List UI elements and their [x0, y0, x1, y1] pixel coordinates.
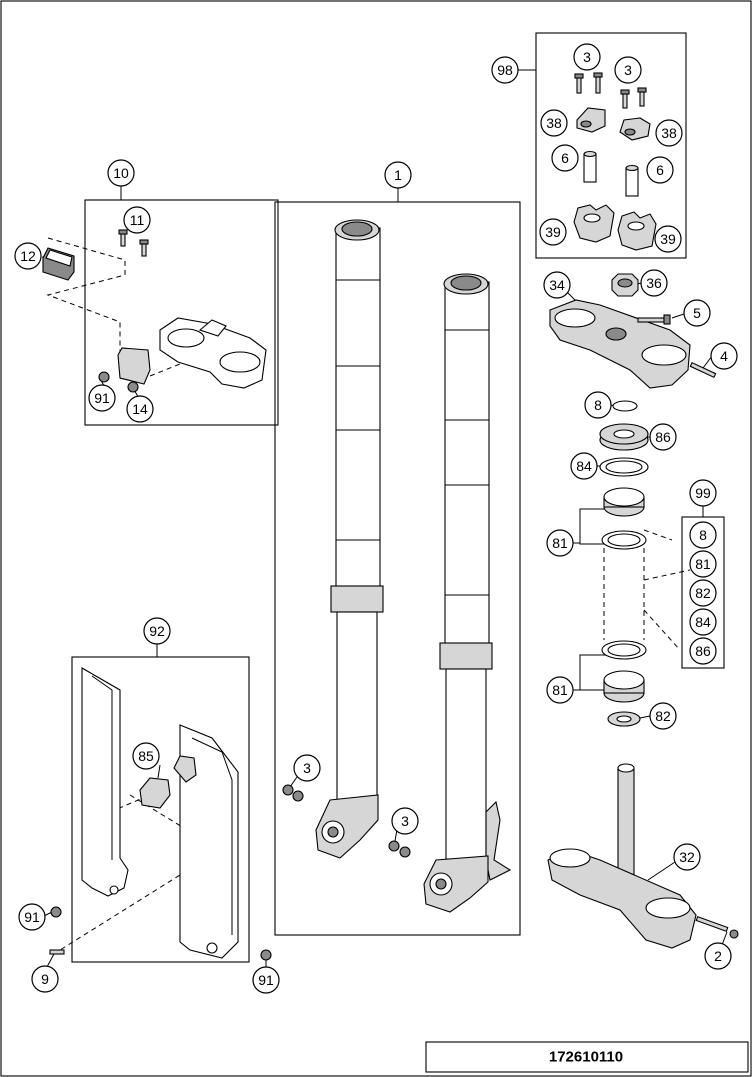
callout-4: 4 — [710, 342, 738, 370]
callout-99: 99 — [689, 479, 717, 507]
svg-text:34: 34 — [549, 277, 565, 293]
callout-81-lower: 81 — [546, 676, 574, 704]
svg-text:5: 5 — [693, 305, 701, 321]
svg-text:1: 1 — [394, 167, 402, 183]
kit-99-item-81: 81 — [689, 550, 717, 578]
svg-text:91: 91 — [24, 909, 40, 925]
svg-text:3: 3 — [583, 49, 591, 65]
callout-1: 1 — [384, 161, 412, 189]
callout-81-upper: 81 — [546, 529, 574, 557]
svg-text:14: 14 — [132, 401, 148, 417]
bolt-kit-box-98 — [535, 32, 687, 259]
svg-text:81: 81 — [552, 682, 568, 698]
kit-99-item-82: 82 — [689, 579, 717, 607]
callout-8: 8 — [584, 391, 612, 419]
callout-86: 86 — [649, 423, 677, 451]
svg-text:8: 8 — [699, 527, 707, 543]
svg-text:39: 39 — [545, 224, 561, 240]
callout-11: 11 — [123, 206, 151, 234]
svg-text:39: 39 — [660, 231, 676, 247]
callout-39-b: 39 — [654, 225, 682, 253]
svg-text:91: 91 — [94, 390, 110, 406]
svg-text:38: 38 — [546, 115, 562, 131]
svg-text:84: 84 — [695, 614, 711, 630]
svg-text:82: 82 — [695, 585, 711, 601]
holder-kit-parts — [42, 229, 267, 393]
callout-85: 85 — [132, 742, 160, 770]
callout-91-guard: 91 — [18, 903, 46, 931]
svg-text:8: 8 — [594, 397, 602, 413]
callout-9: 9 — [31, 965, 59, 993]
svg-text:32: 32 — [679, 849, 695, 865]
drawing-code-box — [425, 1041, 749, 1073]
callout-3-kit-b: 3 — [614, 56, 642, 84]
callout-10: 10 — [107, 159, 135, 187]
callout-98: 98 — [491, 56, 519, 84]
callout-32: 32 — [673, 843, 701, 871]
callout-3-kit-a: 3 — [573, 43, 601, 71]
callout-14: 14 — [126, 395, 154, 423]
callout-91-bottom: 91 — [252, 966, 280, 994]
callout-39-a: 39 — [539, 218, 567, 246]
svg-text:81: 81 — [552, 535, 568, 551]
fork-guard-box-92 — [71, 656, 250, 963]
callout-12: 12 — [14, 242, 42, 270]
svg-text:3: 3 — [303, 760, 311, 776]
svg-text:38: 38 — [661, 125, 677, 141]
drawing-code: 172610110 — [549, 1049, 623, 1066]
callout-3-right-leg: 3 — [391, 807, 419, 835]
svg-text:3: 3 — [401, 813, 409, 829]
svg-text:82: 82 — [655, 708, 671, 724]
svg-text:4: 4 — [720, 348, 728, 364]
svg-text:6: 6 — [561, 150, 569, 166]
svg-text:2: 2 — [714, 948, 722, 964]
svg-text:9: 9 — [41, 971, 49, 987]
kit-99-item-84: 84 — [689, 608, 717, 636]
svg-text:92: 92 — [149, 623, 165, 639]
svg-text:99: 99 — [695, 485, 711, 501]
svg-text:98: 98 — [497, 62, 513, 78]
callout-82: 82 — [649, 702, 677, 730]
triple-clamps — [547, 273, 739, 949]
svg-text:86: 86 — [695, 643, 711, 659]
callout-92: 92 — [143, 617, 171, 645]
svg-text:3: 3 — [624, 62, 632, 78]
svg-text:12: 12 — [20, 248, 36, 264]
fork-guards — [49, 667, 272, 961]
callout-84: 84 — [570, 452, 598, 480]
svg-text:84: 84 — [576, 458, 592, 474]
svg-text:10: 10 — [113, 165, 129, 181]
bolt-kit-parts — [573, 72, 657, 251]
callout-5: 5 — [683, 299, 711, 327]
callout-91-holder: 91 — [88, 384, 116, 412]
callout-38-b: 38 — [655, 119, 683, 147]
callout-6-a: 6 — [551, 144, 579, 172]
callout-6-b: 6 — [646, 156, 674, 184]
svg-text:86: 86 — [655, 429, 671, 445]
kit-99-item-8: 8 — [689, 521, 717, 549]
svg-text:6: 6 — [656, 162, 664, 178]
fork-legs — [282, 219, 512, 913]
svg-text:81: 81 — [695, 556, 711, 572]
holder-kit-box-10 — [84, 199, 279, 426]
callout-36: 36 — [640, 269, 668, 297]
svg-text:36: 36 — [646, 275, 662, 291]
svg-text:91: 91 — [258, 972, 274, 988]
kit-99-item-86: 86 — [689, 637, 717, 665]
svg-text:11: 11 — [130, 212, 145, 228]
callout-2: 2 — [704, 942, 732, 970]
callout-34: 34 — [543, 271, 571, 299]
callout-38-a: 38 — [540, 109, 568, 137]
svg-text:85: 85 — [138, 748, 154, 764]
callout-3-left-leg: 3 — [293, 754, 321, 782]
